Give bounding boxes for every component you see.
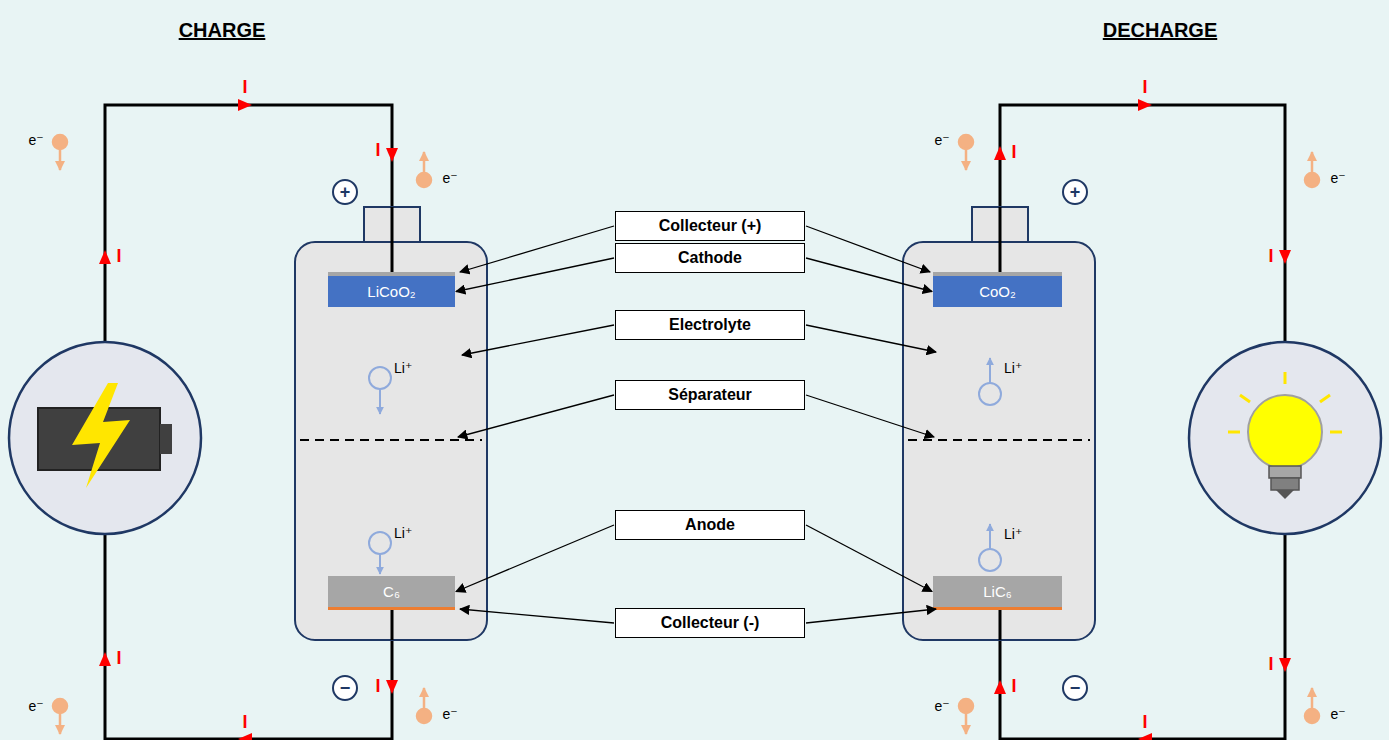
electron-label: e⁻: [28, 699, 43, 713]
node-text: Collecteur (-): [661, 614, 760, 632]
panel-title: DECHARGE: [1103, 20, 1217, 40]
current-label: I: [116, 247, 121, 265]
current-label: I: [375, 677, 380, 695]
electron-label: e⁻: [1330, 707, 1345, 721]
callout-box: Collecteur (+): [615, 211, 805, 241]
terminal-sign: +: [1070, 183, 1081, 201]
current-label: I: [1142, 713, 1147, 731]
node-text: LiCoO₂: [367, 283, 415, 300]
current-label: I: [1011, 677, 1016, 695]
current-label: I: [116, 649, 121, 667]
electron-arrow: [53, 135, 1319, 734]
ion-label: Li⁺: [1004, 527, 1022, 541]
node-text: Electrolyte: [669, 316, 751, 334]
callout-box: Collecteur (-): [615, 608, 805, 638]
callout-box: Electrolyte: [615, 310, 805, 340]
battery-cell: [295, 207, 1095, 640]
ion-label: Li⁺: [394, 361, 412, 375]
wire: [105, 105, 1285, 739]
current-label: I: [1142, 78, 1147, 96]
anode-layer: C₆: [328, 576, 455, 607]
node-text: Anode: [685, 516, 735, 534]
panel-title: CHARGE: [179, 20, 266, 40]
leader-arrow: [456, 525, 614, 592]
ion-label: Li⁺: [394, 526, 412, 540]
terminal-sign: −: [1070, 679, 1081, 697]
node-text: Collecteur (+): [659, 217, 762, 235]
electron-label: e⁻: [442, 171, 457, 185]
leader-arrow: [456, 258, 614, 292]
callout-box: Séparateur: [615, 380, 805, 410]
cathode-layer: CoO₂: [933, 276, 1062, 307]
electron-label: e⁻: [1330, 171, 1345, 185]
terminal-circle: [333, 180, 1087, 700]
bulb-symbol: [1189, 342, 1381, 534]
current-label: I: [1268, 655, 1273, 673]
ion-label: Li⁺: [1004, 361, 1022, 375]
terminal-sign: +: [340, 183, 351, 201]
node-text: CoO₂: [979, 283, 1016, 300]
leader-arrow: [806, 525, 932, 592]
node-text: C₆: [383, 583, 400, 600]
current-label: I: [1268, 247, 1273, 265]
electron-label: e⁻: [934, 699, 949, 713]
current-arrow: [99, 99, 1291, 740]
current-label: I: [242, 78, 247, 96]
node-text: Cathode: [678, 249, 742, 267]
anode-layer: LiC₆: [933, 576, 1062, 607]
wire: [392, 207, 1000, 640]
charger-symbol: [9, 342, 201, 534]
node-text: LiC₆: [983, 583, 1012, 600]
current-label: I: [375, 141, 380, 159]
separator-line: [300, 439, 1090, 441]
current-label: I: [242, 713, 247, 731]
leader-arrow: [806, 258, 932, 292]
callout-box: Anode: [615, 510, 805, 540]
leader-line: [458, 226, 936, 623]
callout-box: Cathode: [615, 243, 805, 273]
ion-arrow: [369, 358, 1001, 574]
electron-label: e⁻: [442, 707, 457, 721]
node-text: Séparateur: [668, 386, 752, 404]
electron-label: e⁻: [28, 133, 43, 147]
terminal-sign: −: [340, 679, 351, 697]
cathode-layer: LiCoO₂: [328, 276, 455, 307]
electron-label: e⁻: [934, 133, 949, 147]
current-label: I: [1011, 143, 1016, 161]
